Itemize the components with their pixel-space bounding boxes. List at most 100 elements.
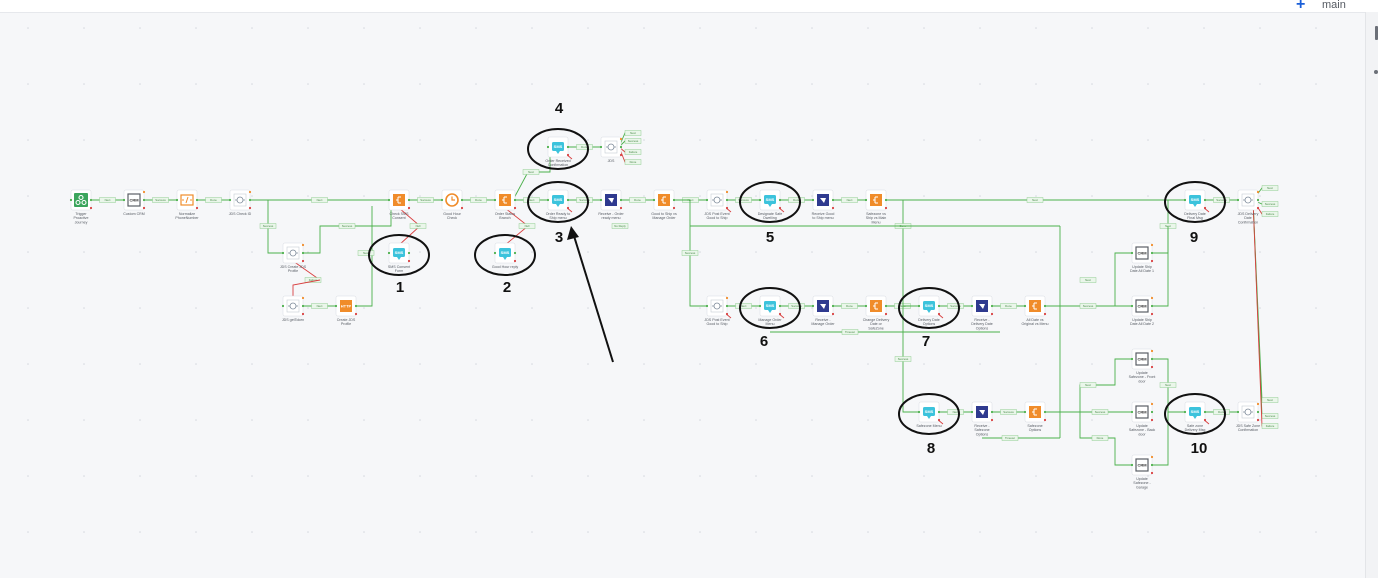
plus-icon[interactable]: + bbox=[1296, 0, 1306, 13]
error-edge[interactable] bbox=[292, 260, 321, 281]
flow-node-generic[interactable]: JDS getToken bbox=[282, 295, 304, 322]
svg-text:Success: Success bbox=[950, 304, 961, 308]
svg-text:Next: Next bbox=[1267, 186, 1273, 190]
annotation-number: 1 bbox=[396, 279, 404, 296]
svg-text:Success: Success bbox=[738, 198, 749, 202]
svg-text:CRM: CRM bbox=[1137, 409, 1147, 414]
edge-label: Success bbox=[947, 303, 964, 309]
data-icon bbox=[1241, 405, 1255, 419]
edge[interactable] bbox=[1079, 412, 1134, 466]
svg-text:Success: Success bbox=[155, 198, 166, 202]
right-panel-rail[interactable] bbox=[1365, 12, 1378, 578]
flow-node-receive[interactable]: Receive -Manage Order bbox=[811, 295, 835, 326]
svg-text:Next: Next bbox=[1085, 278, 1091, 282]
edge[interactable] bbox=[884, 199, 921, 307]
panel-dot-icon[interactable] bbox=[1374, 70, 1378, 74]
node-label: Manage Order bbox=[811, 322, 835, 326]
receive-icon bbox=[976, 406, 988, 418]
node-label: Safezone bbox=[1027, 424, 1042, 428]
svg-text:Next: Next bbox=[1032, 198, 1038, 202]
edge-label: Done bbox=[1091, 435, 1109, 441]
error-edge[interactable] bbox=[292, 279, 321, 298]
webhook-icon bbox=[74, 193, 88, 207]
node-label: Menu bbox=[766, 322, 775, 326]
node-label: Receive - bbox=[974, 318, 990, 322]
edge-label: Success bbox=[1261, 413, 1279, 419]
node-label: SMS Consent bbox=[388, 265, 410, 269]
edge-label: Success bbox=[152, 197, 169, 203]
edge-label: Next bbox=[1079, 277, 1097, 283]
flow-node-generic[interactable]: JDS Check ID bbox=[229, 189, 252, 216]
edge[interactable] bbox=[1150, 226, 1169, 307]
svg-text:CRM: CRM bbox=[1137, 356, 1147, 361]
svg-text:SMS: SMS bbox=[554, 197, 563, 202]
crm-icon: CRM bbox=[1135, 299, 1149, 313]
edge-label: Timeout bbox=[1001, 435, 1019, 441]
svg-text:Success: Success bbox=[1265, 202, 1276, 206]
data-icon bbox=[710, 193, 724, 207]
node-label: Proactive bbox=[74, 216, 89, 220]
edge[interactable] bbox=[301, 204, 392, 254]
flow-node-generic[interactable]: JDS bbox=[599, 136, 623, 163]
edge[interactable] bbox=[354, 206, 373, 307]
edge[interactable] bbox=[1043, 358, 1134, 413]
edge[interactable] bbox=[902, 306, 921, 413]
node-label: Receive - bbox=[815, 318, 831, 322]
edge-label: Done bbox=[470, 197, 487, 203]
node-label: Delivery Date bbox=[918, 318, 940, 322]
edge-label: Failure bbox=[624, 149, 642, 155]
edge[interactable] bbox=[1150, 412, 1169, 466]
annotation-6: 6 bbox=[739, 287, 801, 350]
node-label: Order Ready to bbox=[546, 212, 571, 216]
split-icon bbox=[393, 194, 405, 206]
node-label: Receive - bbox=[974, 424, 990, 428]
annotation-number: 7 bbox=[922, 333, 930, 350]
svg-text:Done: Done bbox=[581, 145, 588, 149]
annotation-number: 5 bbox=[766, 229, 774, 246]
node-label: Options bbox=[976, 432, 989, 436]
branch-label[interactable]: main bbox=[1322, 0, 1346, 11]
svg-text:SMS: SMS bbox=[1191, 409, 1200, 414]
node-label: JDS Post Event bbox=[704, 318, 729, 322]
svg-text:Done: Done bbox=[210, 198, 217, 202]
panel-handle-icon[interactable] bbox=[1375, 26, 1378, 40]
clock-icon bbox=[445, 193, 459, 207]
